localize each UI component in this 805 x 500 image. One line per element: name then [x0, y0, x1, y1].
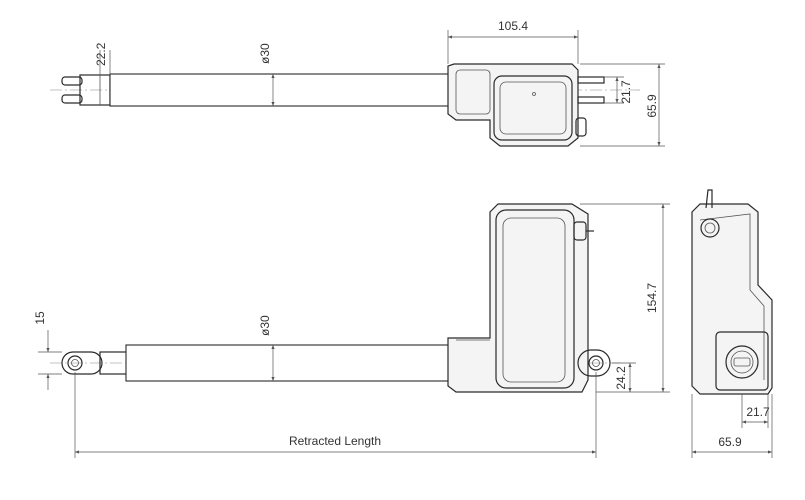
retracted-length-label: Retracted Length: [289, 434, 381, 448]
top-dim-tube-diameter: ø30: [258, 43, 272, 64]
top-tube: [109, 73, 451, 107]
side-dim-mount: 24.2: [614, 366, 628, 390]
side-motor-body: [447, 203, 594, 393]
side-dim-tube-diameter: ø30: [258, 315, 272, 336]
top-view: 105.4 22.2 ø30 21.7 65.9: [50, 19, 665, 147]
side-rear-clevis: [577, 349, 611, 377]
top-dim-height: 65.9: [645, 94, 659, 118]
top-motor-body: [447, 63, 605, 147]
end-dim-width: 65.9: [718, 435, 742, 449]
side-rod-eye: [61, 351, 129, 375]
end-view: 21.7 65.9: [691, 189, 773, 458]
top-dim-rod-clevis: 22.2: [94, 42, 108, 66]
side-view: 15 ø30 154.7 24.2 Retracted Length: [33, 203, 670, 458]
side-dim-clevis: 15: [33, 311, 47, 325]
side-tube: [125, 344, 457, 382]
side-dim-total-height: 154.7: [645, 283, 659, 313]
top-dim-plug: 21.7: [619, 80, 633, 104]
end-dim-small: 21.7: [746, 405, 770, 419]
top-dim-width: 105.4: [498, 19, 528, 33]
